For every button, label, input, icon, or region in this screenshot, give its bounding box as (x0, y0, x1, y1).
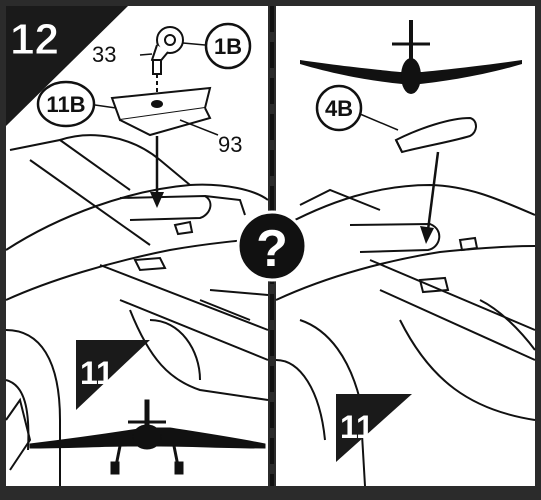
callout-11b-label: 11B (46, 92, 85, 117)
aircraft-fuselage-left (5, 134, 269, 486)
mounting-plate-part (110, 86, 212, 137)
question-mark-icon: ? (256, 220, 288, 278)
leader-1b (182, 42, 206, 46)
assembly-arrowhead-left (150, 192, 164, 208)
part-33-label: 33 (92, 42, 116, 67)
aircraft-top-view-icon (300, 20, 522, 94)
antenna-mast-part (150, 26, 184, 75)
callout-1b-label: 1B (214, 34, 242, 59)
callout-4b-circle (315, 84, 363, 132)
canopy-part (394, 116, 477, 154)
leader-4b (359, 113, 399, 131)
callout-4b-label: 4B (325, 96, 353, 121)
leader-93 (179, 119, 219, 136)
reference-step-badge-left (76, 340, 150, 410)
question-badge (236, 210, 308, 282)
leader-33 (139, 53, 153, 56)
callout-11b-circle (36, 80, 96, 128)
assembly-arrow-right (426, 151, 440, 231)
reference-step-badge-right (336, 394, 412, 462)
reference-step-left: 11 (80, 355, 114, 391)
callout-1b-circle (204, 22, 252, 70)
aircraft-front-view-icon (29, 399, 266, 475)
part-93-label: 93 (218, 132, 242, 157)
step-number-badge (6, 6, 128, 126)
step-number: 12 (10, 15, 59, 64)
assembly-arrowhead-right (420, 226, 434, 244)
reference-step-right: 11 (340, 409, 374, 445)
